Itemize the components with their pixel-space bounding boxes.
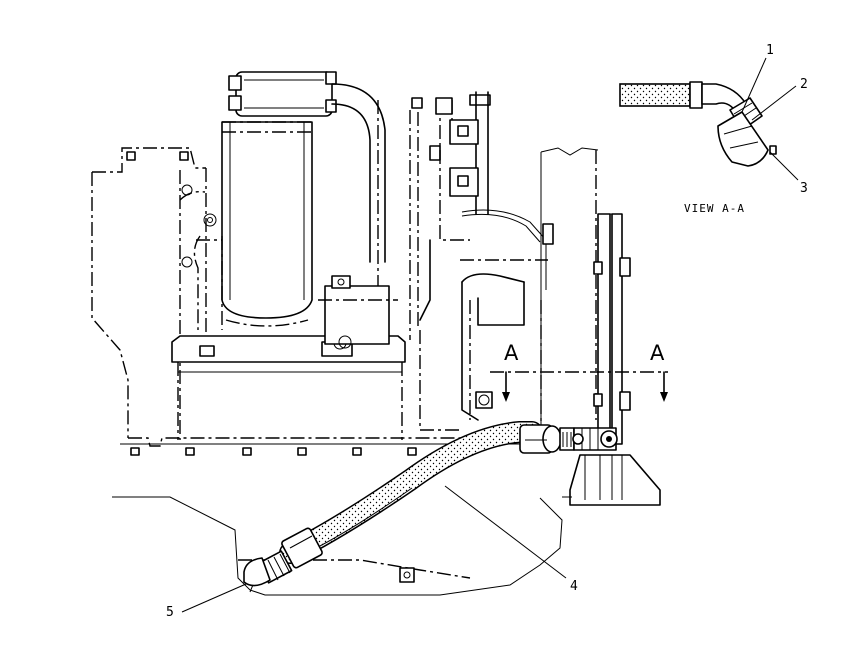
filter-mount-bracket bbox=[318, 275, 398, 349]
oil-filter-canister bbox=[196, 121, 313, 335]
filter-head bbox=[228, 71, 337, 117]
hose-end-fitting-lower bbox=[243, 527, 323, 587]
block-bosses bbox=[126, 151, 223, 330]
callout-1: 1 bbox=[766, 43, 774, 58]
callout-3: 3 bbox=[800, 181, 808, 196]
water-elbow bbox=[419, 273, 525, 431]
callout-2: 2 bbox=[800, 77, 808, 92]
leader-lines bbox=[181, 57, 799, 613]
section-mark-right: A bbox=[650, 341, 665, 365]
mounting-bracket bbox=[593, 213, 631, 445]
pan-rail-bolts bbox=[130, 447, 471, 456]
oil-pan-outline bbox=[112, 496, 563, 596]
filter-bypass-tube bbox=[331, 83, 386, 300]
filter-base bbox=[171, 335, 406, 440]
section-line-a-a bbox=[490, 371, 668, 402]
support-foot bbox=[562, 454, 661, 506]
callout-5: 5 bbox=[166, 605, 174, 620]
view-a-a-detail bbox=[619, 81, 777, 167]
callout-4: 4 bbox=[570, 579, 578, 594]
front-cover-housing bbox=[409, 91, 554, 340]
section-mark-left: A bbox=[504, 341, 519, 365]
hose-end-fitting-upper bbox=[519, 424, 618, 454]
view-a-a-title: VIEW A-A bbox=[684, 202, 745, 215]
flywheel-housing bbox=[540, 147, 599, 440]
